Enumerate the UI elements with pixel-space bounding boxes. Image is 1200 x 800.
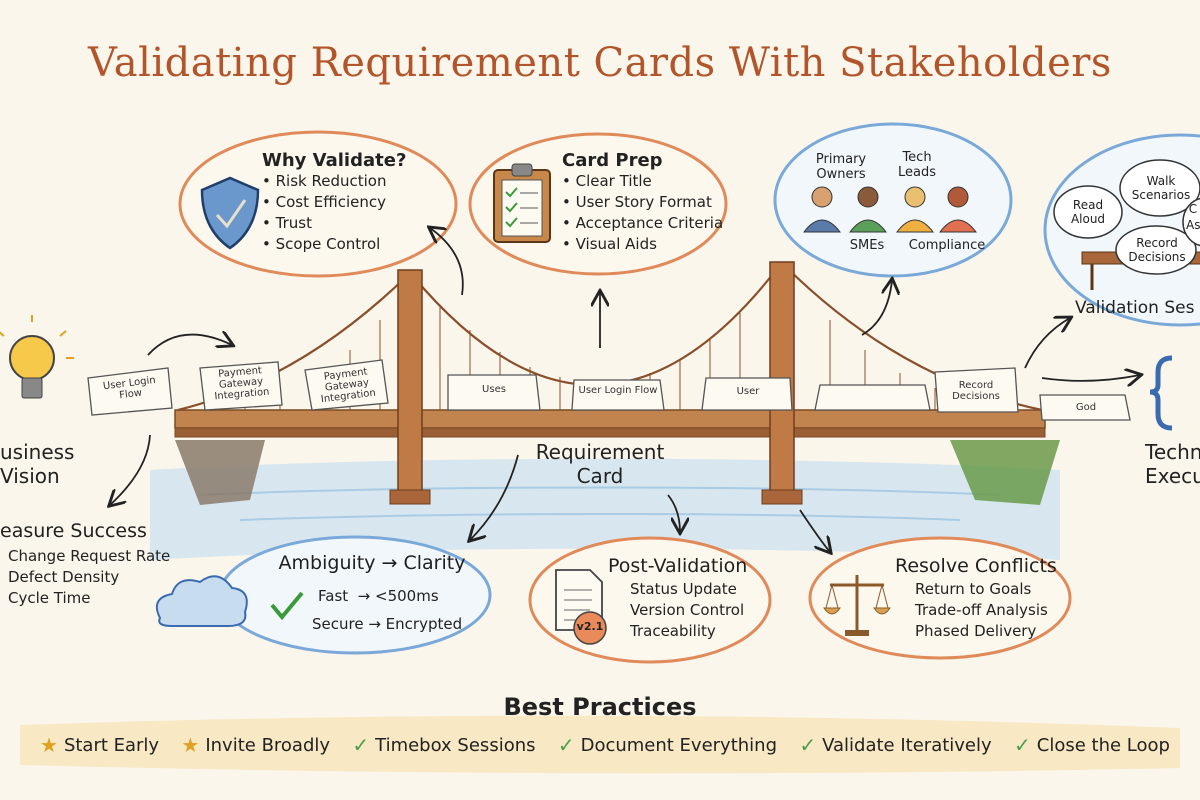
checkmark-icon (270, 591, 304, 621)
resolve-conflicts-item: Return to Goals (915, 580, 1032, 598)
read-aloud-cloud (1053, 185, 1123, 239)
lightbulb-icon (0, 315, 74, 399)
card-prep-item: • Acceptance Criteria (562, 214, 724, 232)
post-validation-heading: Post-Validation (608, 555, 748, 577)
tech-leads-label: Tech Leads (897, 150, 936, 180)
validation-session-heading: Validation Ses (1075, 298, 1195, 318)
right-bank (950, 440, 1060, 505)
why-validate-item: • Scope Control (262, 235, 381, 253)
technical-execution-label: Techn Execu (1145, 440, 1200, 488)
scales-icon (823, 575, 891, 636)
best-practice-item: ✓Timebox Sessions (352, 733, 536, 757)
card-god: God (1075, 402, 1097, 413)
measure-success-item: Defect Density (8, 568, 120, 586)
cloud-icon (156, 575, 248, 627)
best-practice-item: ★Start Early (40, 733, 160, 757)
card-prep-item: • Visual Aids (562, 235, 657, 253)
post-validation-item: Status Update (630, 580, 737, 598)
resolve-conflicts-item: Trade-off Analysis (915, 601, 1048, 619)
measure-success-section: easure Success Change Request Rate Defec… (0, 520, 200, 609)
bridge (174, 261, 1046, 505)
card-record-decisions: Record Decisions (952, 380, 1000, 402)
walk-scenarios-label: Walk Scenarios (1131, 174, 1191, 202)
best-practice-item: ✓Document Everything (557, 733, 778, 757)
measure-success-heading: easure Success (0, 520, 147, 542)
compliance-label: Compliance (908, 238, 986, 253)
business-vision-label: usiness Vision (0, 440, 75, 488)
why-validate-bubble (178, 130, 458, 278)
brace-icon (1149, 355, 1173, 431)
requirement-card-label: Requirement Card (535, 440, 665, 488)
clipboard-icon (493, 163, 551, 243)
post-validation-item: Traceability (630, 622, 716, 640)
checkmark-icon: ✓ (557, 733, 575, 757)
star-icon: ★ (40, 733, 58, 757)
partial-label-2: As (1186, 218, 1200, 232)
card-prep-heading: Card Prep (562, 150, 663, 171)
card-prep-item: • User Story Format (562, 193, 712, 211)
document-icon (555, 569, 607, 645)
best-practices-heading: Best Practices (503, 693, 697, 721)
card-user: User (736, 386, 760, 397)
resolve-conflicts-heading: Resolve Conflicts (895, 555, 1057, 577)
best-practice-item: ✓Close the Loop (1013, 733, 1170, 757)
stakeholders-bubble (773, 122, 1013, 278)
arrows (110, 228, 1140, 552)
card-user-login-flow-2: User Login Flow (578, 385, 658, 396)
best-practices-list: ★Start Early ★Invite Broadly ✓Timebox Se… (40, 733, 1170, 757)
river (150, 458, 1060, 560)
card-uses: Uses (482, 384, 506, 395)
measure-success-item: Cycle Time (8, 589, 91, 607)
walk-scenarios-cloud (1119, 159, 1200, 217)
ambiguity-heading: Ambiguity → Clarity (278, 552, 466, 574)
checkmark-icon: ✓ (1013, 733, 1031, 757)
shield-icon (200, 176, 260, 250)
why-validate-item: • Cost Efficiency (262, 193, 386, 211)
people-icons (802, 186, 978, 233)
measure-success-item: Change Request Rate (8, 547, 171, 565)
ambiguity-row-secure: Secure → Encrypted (312, 615, 463, 633)
why-validate-section: Why Validate? • Risk Reduction • Cost Ef… (262, 150, 432, 255)
why-validate-item: • Risk Reduction (262, 172, 387, 190)
partial-label-1: C (1188, 202, 1198, 216)
star-icon: ★ (181, 733, 200, 757)
best-practices-highlight (20, 715, 1180, 774)
left-bank (175, 440, 265, 505)
record-decisions-label: Record Decisions (1128, 236, 1186, 264)
partial-cloud (1182, 197, 1200, 247)
post-validation-item: Version Control (630, 601, 745, 619)
page-title: Validating Requirement Cards With Stakeh… (88, 40, 1112, 86)
why-validate-item: • Trust (262, 214, 312, 232)
checkmark-icon: ✓ (352, 733, 370, 757)
why-validate-heading: Why Validate? (262, 150, 407, 171)
bridge-cards (87, 359, 1131, 421)
card-payment-gateway: Payment Gateway Integration (214, 365, 270, 403)
best-practice-item: ✓Validate Iteratively (799, 733, 992, 757)
read-aloud-label: Read Aloud (1070, 198, 1106, 226)
record-decisions-cloud (1115, 225, 1197, 275)
resolve-conflicts-bubble (808, 536, 1072, 660)
resolve-conflicts-section: Resolve Conflicts Return to Goals Trade-… (895, 555, 1065, 642)
smes-label: SMEs (849, 238, 885, 253)
card-prep-section: Card Prep • Clear Title • User Story For… (562, 150, 742, 255)
checkmark-icon: ✓ (799, 733, 817, 757)
post-validation-section: Post-Validation Status Update Version Co… (608, 555, 768, 642)
card-prep-item: • Clear Title (562, 172, 652, 190)
resolve-conflicts-item: Phased Delivery (915, 622, 1037, 640)
primary-owners-label: Primary Owners (815, 152, 867, 182)
version-badge: v2.1 (576, 620, 604, 633)
best-practice-item: ★Invite Broadly (181, 733, 331, 757)
ambiguity-row-fast: Fast → <500ms (318, 587, 439, 605)
